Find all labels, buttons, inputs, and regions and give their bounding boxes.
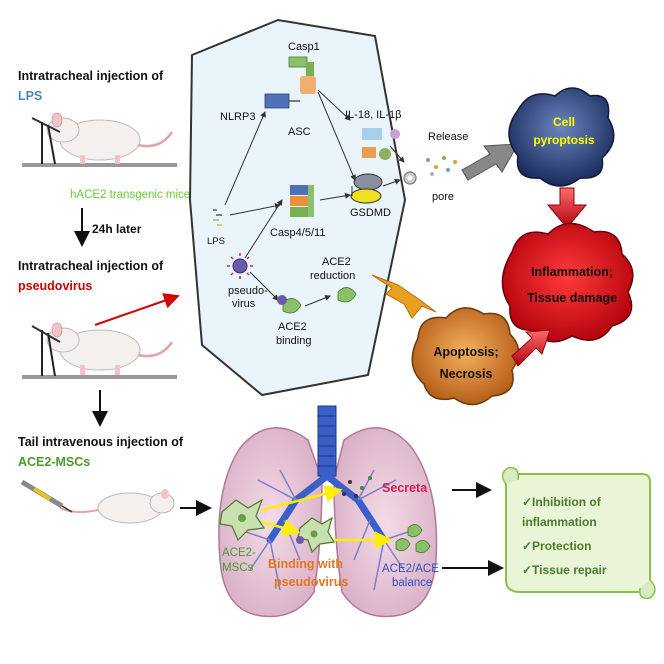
nlrp3-label: NLRP3 <box>220 111 255 123</box>
gsdmd-icon <box>350 173 383 204</box>
pyroptosis-label-1: Cell <box>553 115 575 129</box>
pyroptosis-label-2: pyroptosis <box>533 133 595 147</box>
release-label: Release <box>428 131 468 143</box>
red-arrow-apop-to-inflam <box>511 329 551 367</box>
ace2-binding-label-2: binding <box>276 335 311 347</box>
il-label: IL-18, IL-1β <box>345 109 401 121</box>
scroll-item-3: ✓Tissue repair <box>522 563 607 577</box>
step1-agent-lps: LPS <box>18 89 42 103</box>
apoptosis-label-2: Necrosis <box>440 367 493 381</box>
step3-text: Tail intravenous injection of <box>18 435 184 449</box>
virus-icon <box>227 253 253 279</box>
inflammation-label-2: Tissue damage <box>527 291 617 305</box>
outcome-scroll <box>501 467 656 600</box>
pore-label: pore <box>432 191 454 203</box>
binding-label-2: pseudovirus <box>274 575 348 589</box>
ace2-binding-label-1: ACE2 <box>278 321 307 333</box>
ace2-binding-icon <box>277 295 302 314</box>
apoptosis-cell <box>411 307 520 406</box>
syringe-icon <box>20 479 73 513</box>
pseudovirus-label-1: pseudo- <box>228 285 268 297</box>
secreta-particles <box>342 476 372 498</box>
scroll-item-1-line2: inflammation <box>522 515 597 529</box>
ace2-receptor-icon <box>337 287 357 303</box>
secreta-label: Secreta <box>382 481 428 495</box>
syringe-icon <box>31 325 61 377</box>
red-arrow-pyro-to-inflam <box>546 187 588 229</box>
step2-text: Intratracheal injection of <box>18 259 164 273</box>
ace2-reduction-label-1: ACE2 <box>322 256 351 268</box>
casp4511-label: Casp4/5/11 <box>270 227 325 239</box>
ace2-reduction-label-2: reduction <box>310 270 355 282</box>
grey-arrow-to-pyroptosis <box>461 143 519 181</box>
balance-label-1: ACE2/ACE <box>382 563 439 575</box>
binding-label-1: Binding with <box>268 557 343 571</box>
nlrp3-icon <box>264 93 290 109</box>
msc-label-1: ACE2- <box>222 547 256 559</box>
gsdmd-label: GSDMD <box>350 207 391 219</box>
balance-label-2: balance <box>392 577 432 589</box>
scroll-item-1-line1: ✓Inhibition of <box>522 495 602 509</box>
release-particles <box>426 156 457 176</box>
cytokine-icon <box>362 128 400 160</box>
casp1-label: Casp1 <box>288 41 320 53</box>
lps-label: LPS <box>207 236 225 247</box>
apoptosis-label-1: Apoptosis; <box>433 345 498 359</box>
mouse-icon <box>22 322 177 379</box>
inflammation-cell <box>501 222 634 343</box>
syringe-icon <box>31 117 61 165</box>
msc-cell-icon <box>219 498 266 542</box>
lung-icon <box>218 405 438 618</box>
pseudovirus-label-2: virus <box>232 298 256 310</box>
scroll-item-2: ✓Protection <box>522 539 591 553</box>
delay-text: 24h later <box>92 222 142 236</box>
step3-agent-msc: ACE2-MSCs <box>18 455 90 469</box>
casp1-icon <box>288 56 316 94</box>
asc-label: ASC <box>288 126 311 138</box>
step1-text: Intratracheal injection of <box>18 69 164 83</box>
mouse-icon <box>59 489 175 524</box>
red-arrow-to-mechanism <box>94 293 180 326</box>
pore-icon <box>403 171 417 185</box>
casp4511-icon <box>290 185 314 217</box>
burst-arrow-icon <box>371 274 437 319</box>
inflammation-label-1: Inflammation; <box>531 265 613 279</box>
msc-cell-icon <box>296 516 335 554</box>
msc-label-2: MSCs <box>222 562 254 574</box>
mice-label: hACE2 transgenic mice <box>70 189 190 201</box>
lps-icon <box>213 209 222 226</box>
mouse-icon <box>22 112 177 167</box>
ace2-receptor-icon <box>395 524 431 554</box>
pyroptosis-cell <box>508 87 615 187</box>
yellow-arrow-to-binding <box>261 519 301 537</box>
yellow-arrow-to-secreta <box>261 485 343 512</box>
step2-agent-pseudovirus: pseudovirus <box>18 279 92 293</box>
